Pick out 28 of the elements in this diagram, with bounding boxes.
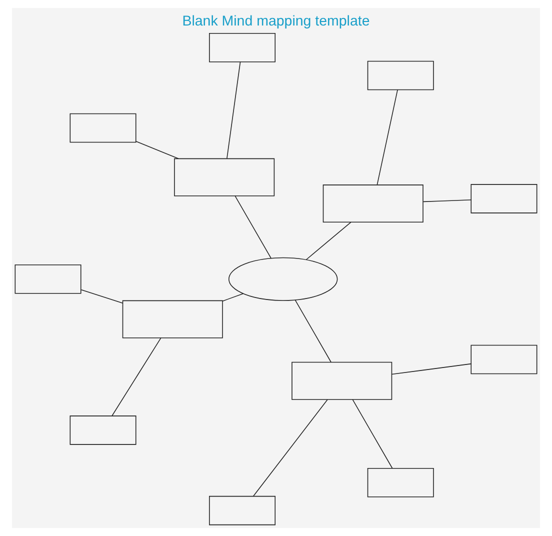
connector [391, 363, 472, 375]
node-box [367, 60, 434, 90]
node-box [209, 32, 276, 62]
node-box [470, 184, 538, 214]
node-box [292, 362, 392, 400]
connector [376, 89, 398, 186]
node-box [70, 113, 136, 143]
connector [226, 62, 241, 159]
connector [234, 196, 272, 259]
connector [136, 141, 179, 160]
connector [422, 200, 472, 202]
connector [80, 289, 124, 304]
node-box [470, 344, 538, 374]
connector [112, 338, 162, 416]
node-ellipse [228, 257, 338, 301]
node-box [367, 468, 434, 498]
connector [252, 399, 328, 496]
node-box [322, 184, 424, 223]
node-box [174, 158, 275, 196]
connector [294, 300, 332, 362]
node-box [70, 416, 136, 445]
node-box [14, 264, 82, 294]
node-box [122, 300, 223, 338]
connector [306, 222, 352, 260]
connector [352, 399, 393, 469]
node-box [209, 496, 276, 526]
diagram-title: Blank Mind mapping template [182, 14, 370, 30]
connector [222, 293, 244, 302]
